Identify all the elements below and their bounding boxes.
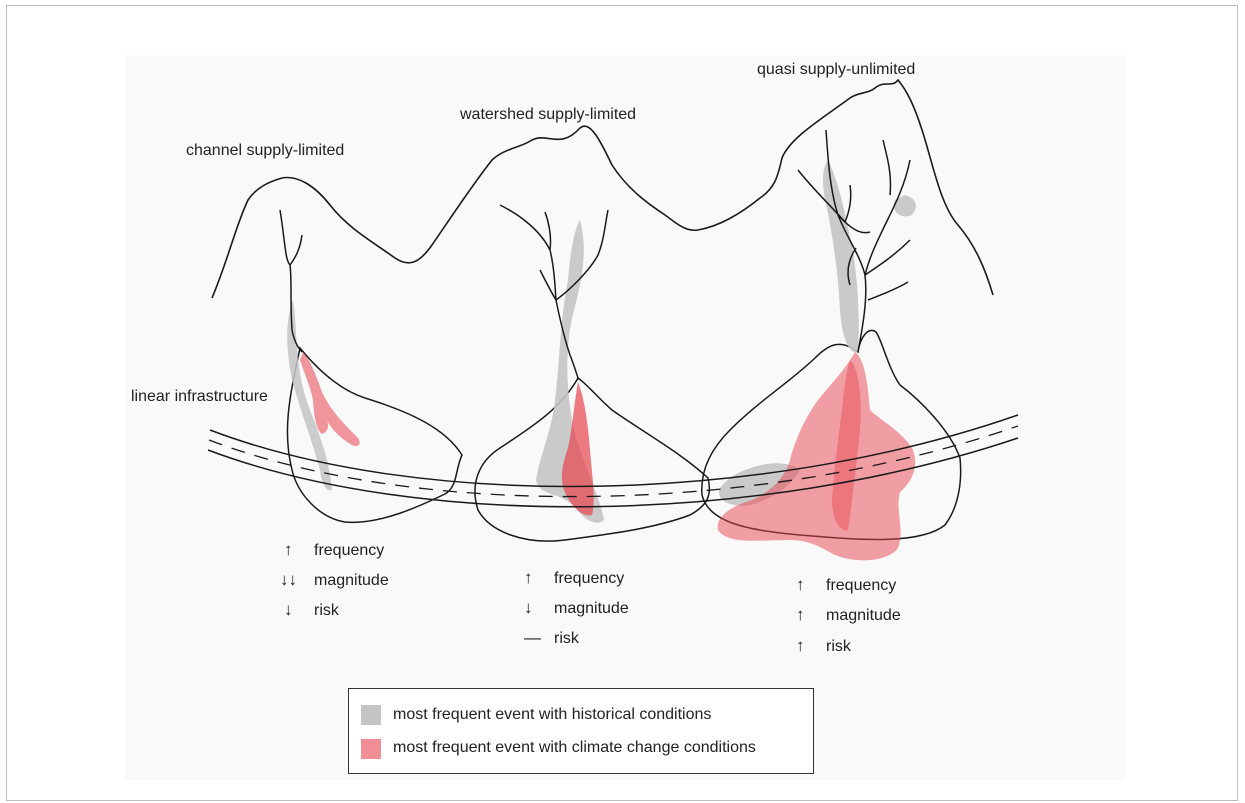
label-linear-infrastructure: linear infrastructure <box>131 388 268 406</box>
label-channel-supply-limited: channel supply-limited <box>186 142 344 160</box>
metric-label: frequency <box>554 570 624 587</box>
metric-label: risk <box>314 602 339 619</box>
legend-label-historical: most frequent event with historical cond… <box>393 706 711 724</box>
metric-label: risk <box>826 638 851 655</box>
climate-event-quasi <box>718 352 916 560</box>
label-watershed-supply-limited: watershed supply-limited <box>460 106 636 124</box>
metric-quasi-frequency: ↑frequency <box>796 575 896 595</box>
arrow-down-icon: ↓ <box>284 600 314 620</box>
metric-label: frequency <box>314 542 384 559</box>
metric-channel-frequency: ↑frequency <box>284 540 384 560</box>
metric-label: risk <box>554 630 579 647</box>
metric-watershed-magnitude: ↓magnitude <box>524 598 629 618</box>
label-quasi-supply-unlimited: quasi supply-unlimited <box>757 61 915 79</box>
metric-channel-magnitude: ↓↓magnitude <box>280 570 389 590</box>
arrow-up-icon: ↑ <box>284 540 314 560</box>
metric-label: magnitude <box>554 600 629 617</box>
arrow-double-down-icon: ↓↓ <box>280 570 314 590</box>
dash-icon: — <box>524 628 554 648</box>
metric-quasi-risk: ↑risk <box>796 636 851 656</box>
legend: most frequent event with historical cond… <box>348 688 814 774</box>
legend-label-climate: most frequent event with climate change … <box>393 739 756 757</box>
metric-watershed-risk: —risk <box>524 628 579 648</box>
metric-channel-risk: ↓risk <box>284 600 339 620</box>
metric-label: magnitude <box>826 607 901 624</box>
channel-network-2 <box>500 205 608 378</box>
metric-watershed-frequency: ↑frequency <box>524 568 624 588</box>
legend-swatch-historical <box>361 705 381 725</box>
metric-quasi-magnitude: ↑magnitude <box>796 605 901 625</box>
arrow-up-icon: ↑ <box>524 568 554 588</box>
arrow-up-icon: ↑ <box>796 575 826 595</box>
metric-label: magnitude <box>314 572 389 589</box>
legend-swatch-climate <box>361 739 381 759</box>
arrow-up-icon: ↑ <box>796 636 826 656</box>
historical-event-channel <box>287 300 332 490</box>
arrow-up-icon: ↑ <box>796 605 826 625</box>
metric-label: frequency <box>826 577 896 594</box>
arrow-down-icon: ↓ <box>524 598 554 618</box>
